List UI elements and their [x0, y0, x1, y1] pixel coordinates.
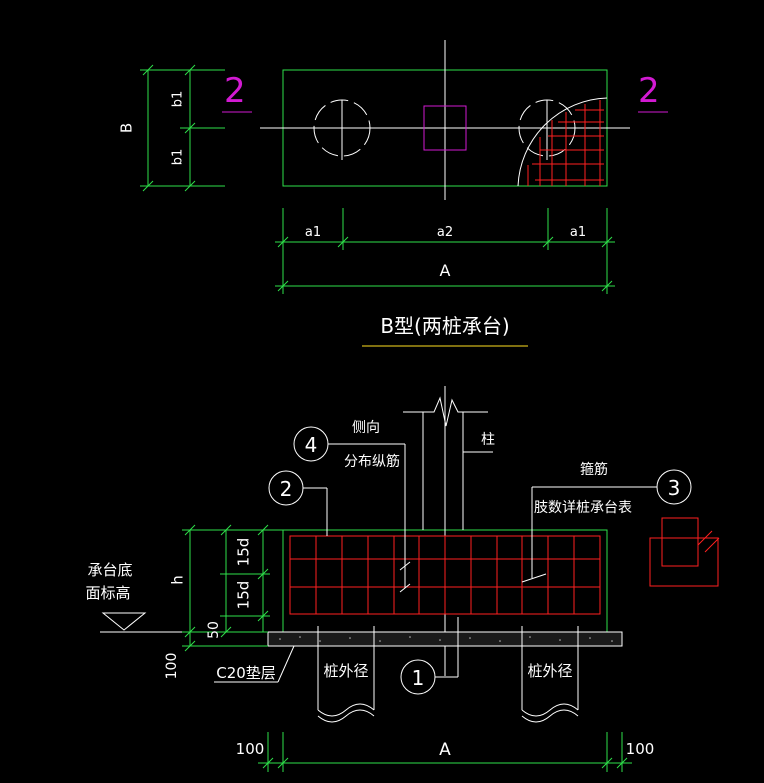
rebar-detail [649, 517, 720, 587]
section-mark-right: 2 [638, 71, 660, 111]
side-rebar-label-1: 侧向 [352, 420, 380, 436]
plan-title: B型(两桩承台) [380, 314, 509, 338]
pile-right [521, 626, 579, 723]
pile-left [317, 626, 375, 723]
plan-dim-left [140, 64, 225, 192]
pile-right-label: 桩外径 [527, 662, 572, 680]
plan-pile-left [313, 99, 371, 157]
plan-view: 2 2 B b1 b1 [118, 40, 668, 347]
c20-label: C20垫层 [216, 664, 276, 682]
plan-dim-b1-top: b1 [171, 91, 186, 108]
plan-rebar-quadrant [517, 97, 608, 187]
plan-dim-bottom [275, 208, 615, 294]
plan-dim-B: B [118, 123, 136, 133]
section-dim-100-bottom-left: 100 [236, 740, 265, 758]
callout-1: 1 [412, 666, 425, 690]
section-mark-left: 2 [224, 71, 246, 111]
side-rebar-label-2: 分布纵筋 [344, 453, 400, 470]
elevation-label-1: 承台底 [87, 561, 132, 579]
section-dim-15d-bottom: 15d [235, 581, 253, 610]
callout-4: 4 [305, 433, 318, 457]
section-dim-A: A [439, 740, 451, 760]
column-label: 柱 [481, 432, 495, 448]
section-dim-h: h [169, 575, 187, 585]
section-view: 桩外径 桩外径 4 侧向 分布纵筋 柱 2 3 箍筋 肢数详桩承台表 1 承台底 [85, 386, 720, 772]
elevation-label-2: 面标高 [85, 584, 130, 602]
stirrup-label-1: 箍筋 [580, 461, 608, 478]
pile-left-label: 桩外径 [323, 662, 368, 680]
c20-pad-hatch [279, 636, 613, 642]
plan-dim-a2: a2 [437, 225, 453, 240]
section-rebar-grid [289, 535, 601, 615]
plan-column [423, 105, 467, 151]
section-dim-100-left: 100 [164, 653, 180, 680]
section-dim-left [182, 524, 283, 652]
section-dim-50: 50 [206, 621, 222, 639]
section-dim-15d-top: 15d [235, 538, 253, 567]
callout-2: 2 [280, 477, 293, 501]
plan-dim-a1-right: a1 [570, 225, 586, 240]
section-column [403, 386, 488, 676]
section-dim-100-bottom-right: 100 [626, 740, 655, 758]
stirrup-label-2: 肢数详桩承台表 [534, 499, 632, 516]
section-dim-bottom [258, 732, 632, 772]
plan-dim-b1-bottom: b1 [171, 149, 186, 166]
plan-pile-right [518, 99, 576, 157]
plan-dim-a1-left: a1 [305, 225, 321, 240]
c20-pad [267, 631, 623, 647]
plan-dim-A: A [440, 261, 451, 280]
callout-3: 3 [668, 476, 681, 500]
elevation-symbol [101, 612, 147, 631]
